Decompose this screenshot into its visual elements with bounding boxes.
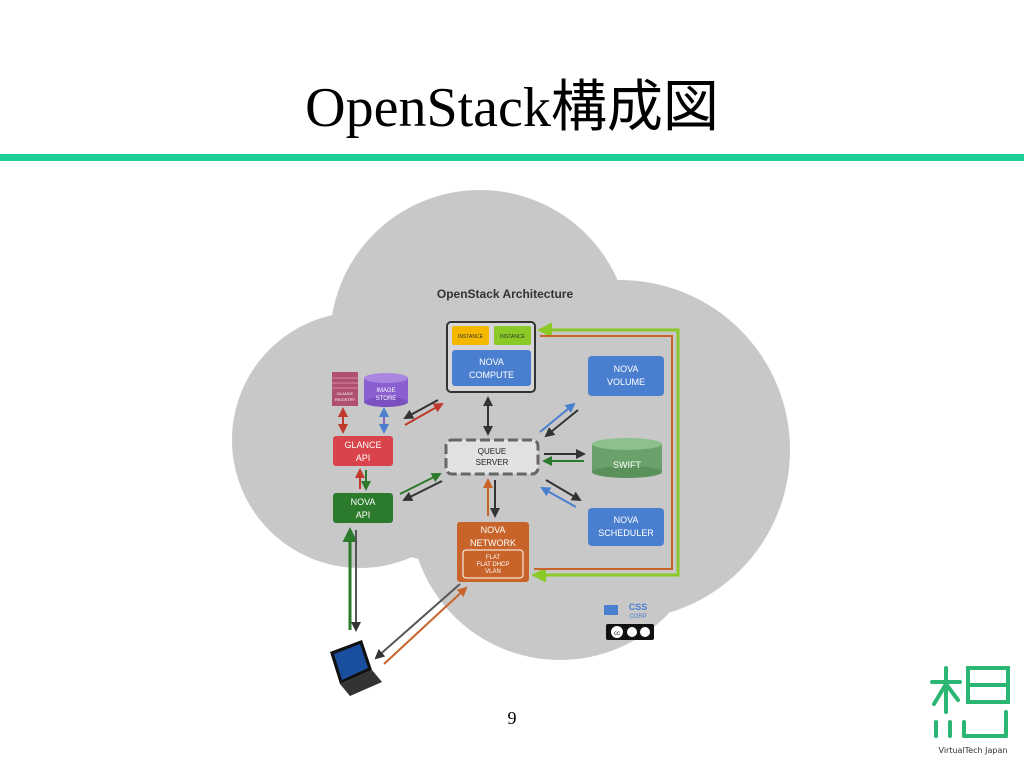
nova-scheduler-node: NOVA SCHEDULER: [588, 508, 664, 546]
glance-registry-label: REGISTRY: [335, 397, 356, 402]
nova-scheduler-label: NOVA: [614, 515, 639, 525]
swift-label: SWIFT: [613, 460, 641, 470]
arrow-laptop-network: [383, 586, 468, 665]
image-store-label: STORE: [376, 396, 397, 402]
cc-icon: cc: [614, 631, 620, 637]
css-logo-text: CSS: [629, 602, 648, 612]
nova-scheduler-label: SCHEDULER: [598, 528, 654, 538]
arrow-queue-novaapi: [402, 480, 443, 501]
nova-compute-node: INSTANCE INSTANCE NOVA COMPUTE: [446, 321, 536, 393]
image-store-node: IMAGE STORE: [364, 373, 408, 407]
instance-label: INSTANCE: [458, 334, 484, 340]
glance-registry-label: GLANCE: [337, 391, 354, 396]
page-number: 9: [507, 708, 517, 728]
nova-network-label: NETWORK: [470, 538, 516, 548]
arrow-network-compute-loop: [534, 335, 673, 570]
queue-server-label: SERVER: [476, 458, 509, 467]
laptop-icon: [330, 640, 382, 696]
license-badge: cc: [606, 624, 654, 640]
queue-server-label: QUEUE: [478, 447, 506, 456]
nova-volume-node: NOVA VOLUME: [588, 356, 664, 396]
arrow-compute-glance: [403, 399, 439, 419]
network-mode-label: FLAT: [486, 555, 501, 561]
image-store-label: IMAGE: [376, 388, 395, 394]
nova-api-node: NOVA API: [333, 493, 393, 523]
glance-api-label: API: [356, 453, 371, 463]
swift-node: SWIFT: [592, 438, 662, 478]
slide-title: OpenStack構成図: [305, 77, 719, 139]
connector-arrows: [338, 322, 680, 665]
nova-volume-label: NOVA: [614, 364, 639, 374]
nova-network-node: NOVA NETWORK FLAT FLAT DHCP VLAN: [457, 522, 529, 582]
css-logo-subtext: CORP: [629, 614, 646, 620]
arrow-network-laptop: [374, 583, 461, 660]
nova-api-label: API: [356, 510, 371, 520]
nova-compute-label: COMPUTE: [469, 370, 514, 380]
nova-api-label: NOVA: [351, 497, 376, 507]
instance-box: [452, 326, 489, 345]
queue-server-node: QUEUE SERVER: [444, 438, 540, 476]
arrow-novaapi-queue: [399, 473, 442, 495]
instance-label: INSTANCE: [500, 334, 526, 340]
virtualtech-logo: [930, 666, 1010, 738]
css-corp-logo: CSS CORP: [604, 602, 647, 620]
glance-registry-node: GLANCE REGISTRY: [332, 372, 358, 406]
arrow-compute-network-loop: [531, 322, 680, 583]
glance-api-node: GLANCE API: [333, 436, 393, 466]
instance-box: [494, 326, 531, 345]
title-divider: [0, 154, 1024, 161]
arrow-glance-compute: [404, 403, 444, 426]
network-mode-label: VLAN: [485, 569, 501, 575]
cloud-background: [232, 190, 790, 660]
glance-api-label: GLANCE: [344, 440, 381, 450]
diagram-heading: OpenStack Architecture: [437, 287, 574, 301]
logo-caption: VirtualTech Japan: [938, 746, 1008, 755]
nova-volume-label: VOLUME: [607, 377, 645, 387]
nova-compute-label: NOVA: [479, 357, 504, 367]
network-mode-label: FLAT DHCP: [477, 562, 510, 568]
nova-network-label: NOVA: [481, 525, 506, 535]
